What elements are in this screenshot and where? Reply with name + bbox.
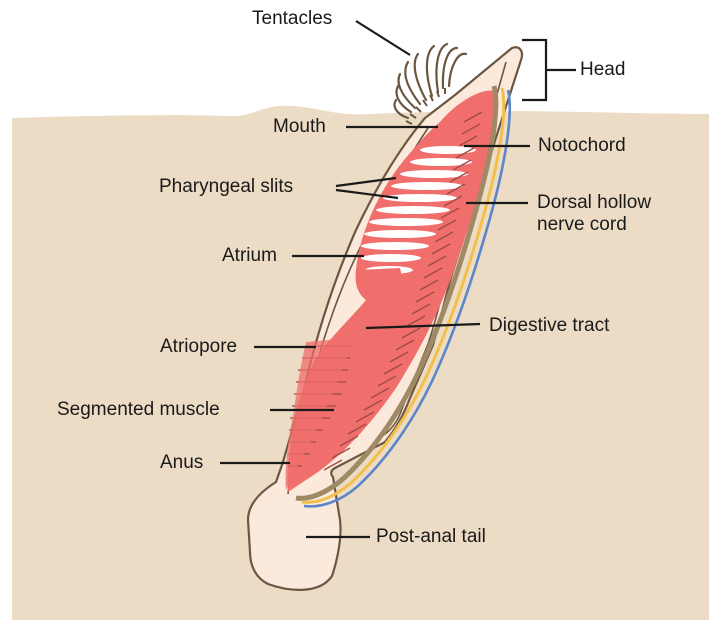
label-notochord: Notochord bbox=[538, 135, 626, 157]
label-digestive-tract: Digestive tract bbox=[489, 315, 609, 337]
label-head: Head bbox=[580, 59, 625, 81]
label-anus: Anus bbox=[160, 452, 203, 474]
label-tentacles: Tentacles bbox=[252, 8, 332, 30]
head-bracket bbox=[522, 40, 576, 100]
label-post-anal-tail: Post-anal tail bbox=[376, 526, 486, 548]
label-atriopore: Atriopore bbox=[160, 336, 237, 358]
tentacles-leader bbox=[356, 21, 410, 55]
label-mouth: Mouth bbox=[273, 116, 326, 138]
label-dorsal-hollow-nerve-cord: Dorsal hollow nerve cord bbox=[537, 192, 651, 236]
label-segmented-muscle: Segmented muscle bbox=[57, 399, 220, 421]
label-atrium: Atrium bbox=[222, 245, 277, 267]
label-pharyngeal-slits: Pharyngeal slits bbox=[159, 176, 293, 198]
